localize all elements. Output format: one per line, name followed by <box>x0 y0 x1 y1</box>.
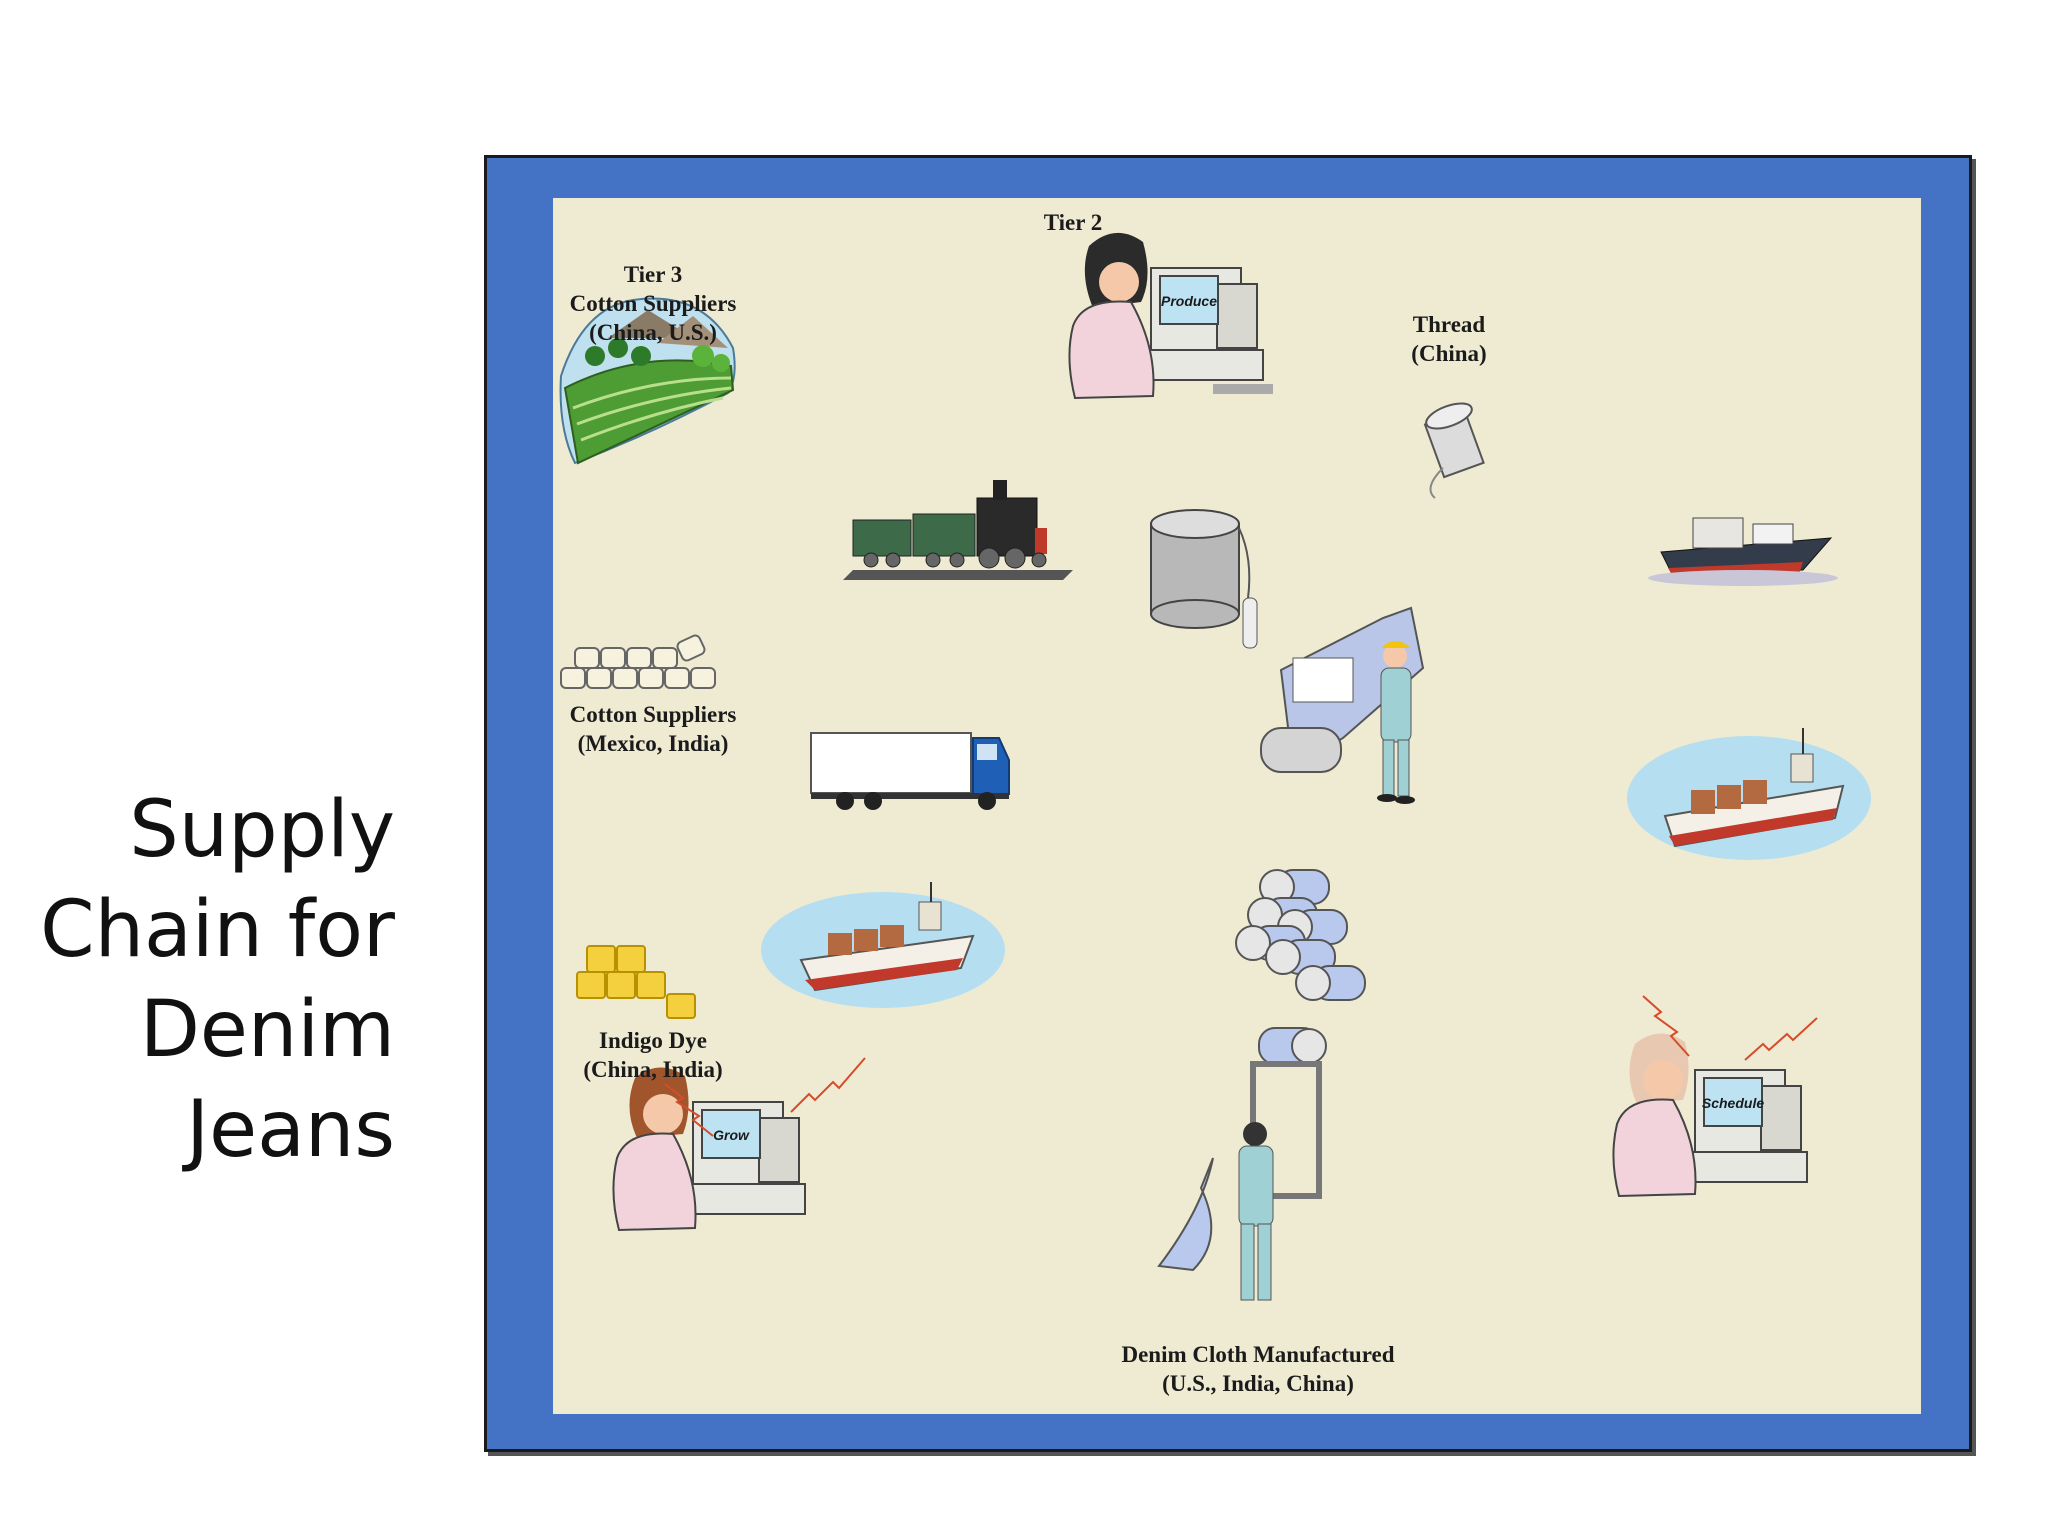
slide-title: Supply Chain for Denim Jeans <box>40 785 395 1175</box>
label-cotton-suppliers-mexico-india: Cotton Suppliers (Mexico, India) <box>569 702 737 756</box>
computer-operator-icon: Grow <box>612 1067 806 1232</box>
loom-icon <box>1157 1027 1327 1301</box>
thread-spool-icon <box>1423 402 1485 499</box>
diagram-frame: Produce Grow <box>484 155 1972 1452</box>
label-thread: Thread (China) <box>1411 312 1487 366</box>
diagram-art: Produce Grow <box>559 232 1871 1301</box>
label-indigo-dye: Indigo Dye (China, India) <box>583 1028 723 1082</box>
diagram-panel: Produce Grow <box>553 198 1921 1414</box>
label-denim-cloth-manufactured: Denim Cloth Manufactured (U.S., India, C… <box>1121 1342 1395 1396</box>
label-tier-3-cotton-suppliers: Tier 3 Cotton Suppliers (China, U.S.) <box>569 262 737 345</box>
container-ship-icon <box>1648 517 1838 586</box>
computer-operator-icon: Schedule <box>1612 1033 1808 1198</box>
cargo-ship-icon <box>761 882 1005 1008</box>
screen-label-produce: Produce <box>1161 293 1217 309</box>
screen-label-grow: Grow <box>713 1127 750 1143</box>
train-icon <box>843 480 1073 580</box>
fabric-rolls-icon <box>1235 869 1366 1001</box>
screen-label-schedule: Schedule <box>1702 1095 1764 1111</box>
farm-icon <box>559 297 736 465</box>
indigo-barrels-icon <box>576 945 696 1019</box>
label-tier-2: Tier 2 <box>1043 210 1103 235</box>
computer-operator-icon: Produce <box>1068 232 1273 400</box>
cotton-bales-icon <box>560 634 716 689</box>
signal-icon <box>664 995 1818 1137</box>
truck-icon <box>810 732 1010 810</box>
worker-figure <box>1377 641 1415 804</box>
cargo-ship-icon <box>1627 728 1871 860</box>
spinning-machine-icon <box>1150 509 1425 804</box>
